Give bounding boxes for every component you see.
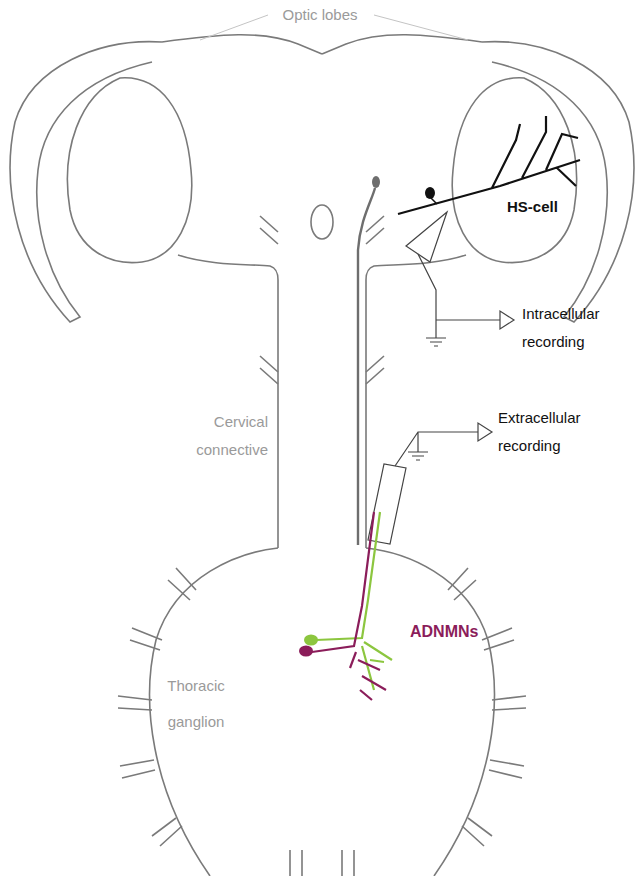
adnmn-soma — [299, 646, 313, 657]
adnmn-soma — [304, 635, 318, 646]
recording-wire — [418, 254, 500, 346]
left-half — [10, 35, 322, 876]
region-label: Cervical connective — [150, 408, 268, 464]
method-label: Extracellular recording — [498, 404, 608, 460]
cell-label: ADNMNs — [410, 618, 510, 646]
method-label: Intracellular recording — [522, 300, 626, 356]
neuron-soma — [372, 176, 380, 188]
region-label: Thoracic ganglion — [150, 668, 242, 740]
adnmn-purple — [312, 512, 386, 700]
central-oval — [311, 205, 333, 239]
hs-soma — [425, 187, 435, 199]
region-label: Optic lobes — [240, 1, 400, 29]
glass-pipette — [406, 212, 447, 262]
amplifier-symbol — [500, 311, 514, 329]
descending-neuron — [358, 188, 375, 545]
adnmn-green — [316, 512, 392, 690]
recording-wire — [395, 432, 478, 466]
amplifier-symbol — [478, 423, 492, 441]
suction-electrode — [368, 464, 406, 544]
right-half — [322, 35, 634, 876]
cell-label: HS-cell — [507, 193, 617, 221]
